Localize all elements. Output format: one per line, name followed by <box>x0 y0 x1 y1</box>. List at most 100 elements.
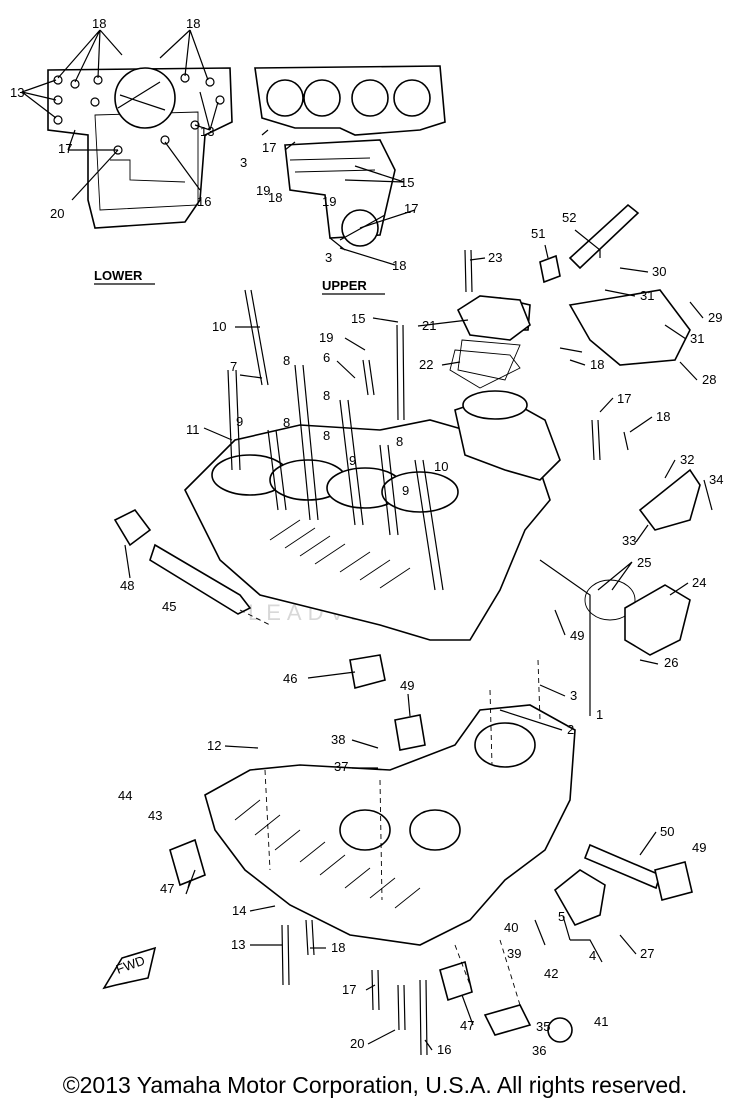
callout-number: 49 <box>400 678 414 693</box>
callout-number: 20 <box>50 206 64 221</box>
callout-number: 31 <box>690 331 704 346</box>
callout-number: 16 <box>437 1042 451 1057</box>
cover-24 <box>624 584 691 656</box>
callout-number: 25 <box>637 555 651 570</box>
cover-21 <box>456 295 531 341</box>
callout-number: 9 <box>402 483 409 498</box>
callout-number: 29 <box>708 310 722 325</box>
callout-number: 8 <box>283 415 290 430</box>
callout-number: 13 <box>10 85 24 100</box>
callout-number: 17 <box>262 140 276 155</box>
callout-number: 8 <box>283 353 290 368</box>
pipe-50 <box>583 843 661 890</box>
callout-number: 18 <box>392 258 406 273</box>
callout-number: 34 <box>709 472 723 487</box>
leader-lines <box>124 229 713 1051</box>
plug-46a <box>113 508 152 547</box>
callout-number: 3 <box>240 155 247 170</box>
callout-number: 17 <box>404 201 418 216</box>
callout-number: 6 <box>323 350 330 365</box>
copyright-footer: ©2013 Yamaha Motor Corporation, U.S.A. A… <box>62 1072 688 1098</box>
callout-number: 43 <box>148 808 162 823</box>
callout-number: 36 <box>532 1043 546 1058</box>
assembly-lines <box>239 609 541 1006</box>
callout-number: 33 <box>622 533 636 548</box>
bracket-35 <box>483 1004 532 1036</box>
callout-number: 7 <box>230 359 237 374</box>
callout-number: 27 <box>640 946 654 961</box>
bracket-32 <box>638 468 701 531</box>
upper-label: UPPER <box>322 278 367 293</box>
callout-number: 17 <box>58 141 72 156</box>
callout-number: 52 <box>562 210 576 225</box>
callout-number: 18 <box>331 940 345 955</box>
callout-number: 5 <box>558 909 565 924</box>
callout-number: 20 <box>350 1036 364 1051</box>
cap-41 <box>547 1017 573 1043</box>
callout-number: 40 <box>504 920 518 935</box>
callout-number: 12 <box>207 738 221 753</box>
gasket-22 <box>449 349 521 389</box>
callout-number: 41 <box>594 1014 608 1029</box>
callout-number: 26 <box>664 655 678 670</box>
callout-number: 15 <box>351 311 365 326</box>
pipe-48 <box>149 543 252 615</box>
callout-number: 4 <box>589 948 596 963</box>
callout-number: 17 <box>617 391 631 406</box>
callout-number: 31 <box>640 288 654 303</box>
callout-number: 18 <box>656 409 670 424</box>
callout-number: 8 <box>323 388 330 403</box>
callouts: 18 18 13 13 17 16 20 3 17 19 18 19 15 17… <box>10 16 723 1058</box>
callout-number: 18 <box>92 16 106 31</box>
lower-view: LOWER <box>21 29 233 285</box>
callout-number: 14 <box>232 903 246 918</box>
callout-number: 16 <box>197 194 211 209</box>
callout-number: 23 <box>488 250 502 265</box>
plug-47 <box>169 838 206 887</box>
callout-number: 10 <box>212 319 226 334</box>
callout-number: 21 <box>422 318 436 333</box>
callout-number: 8 <box>396 434 403 449</box>
callout-number: 49 <box>570 628 584 643</box>
callout-number: 30 <box>652 264 666 279</box>
plate-28 <box>568 289 691 366</box>
upper-view: UPPER <box>254 65 446 295</box>
callout-number: 32 <box>680 452 694 467</box>
callout-number: 15 <box>400 175 414 190</box>
callout-number: 17 <box>342 982 356 997</box>
lower-label: LOWER <box>94 268 143 283</box>
plug-49b <box>654 861 693 901</box>
callout-number: 35 <box>536 1019 550 1034</box>
callout-number: 13 <box>231 937 245 952</box>
callout-number: 13 <box>200 124 214 139</box>
callout-number: 22 <box>419 357 433 372</box>
callout-number: 18 <box>268 190 282 205</box>
plug-47b <box>439 960 473 1002</box>
callout-number: 10 <box>434 459 448 474</box>
callout-number: 47 <box>460 1018 474 1033</box>
callout-number: 18 <box>186 16 200 31</box>
callout-number: 47 <box>160 881 174 896</box>
callout-number: 2 <box>567 722 574 737</box>
lower-crankcase <box>204 704 606 946</box>
callout-number: 9 <box>236 414 243 429</box>
callout-number: 24 <box>692 575 706 590</box>
callout-number: 42 <box>544 966 558 981</box>
callout-number: 38 <box>331 732 345 747</box>
callout-number: 44 <box>118 788 132 803</box>
fwd-arrow: FWD <box>102 946 157 990</box>
callout-number: 50 <box>660 824 674 839</box>
callout-number: 3 <box>325 250 332 265</box>
hose-52 <box>568 203 640 270</box>
plug-46b <box>349 654 386 689</box>
callout-number: 19 <box>319 330 333 345</box>
plug-49 <box>394 714 426 751</box>
callout-number: 11 <box>186 422 200 437</box>
callout-number: 39 <box>507 946 521 961</box>
callout-number: 45 <box>162 599 176 614</box>
callout-number: 9 <box>349 453 356 468</box>
cap-51 <box>539 254 561 284</box>
callout-number: 46 <box>283 671 297 686</box>
callout-number: 1 <box>596 707 603 722</box>
